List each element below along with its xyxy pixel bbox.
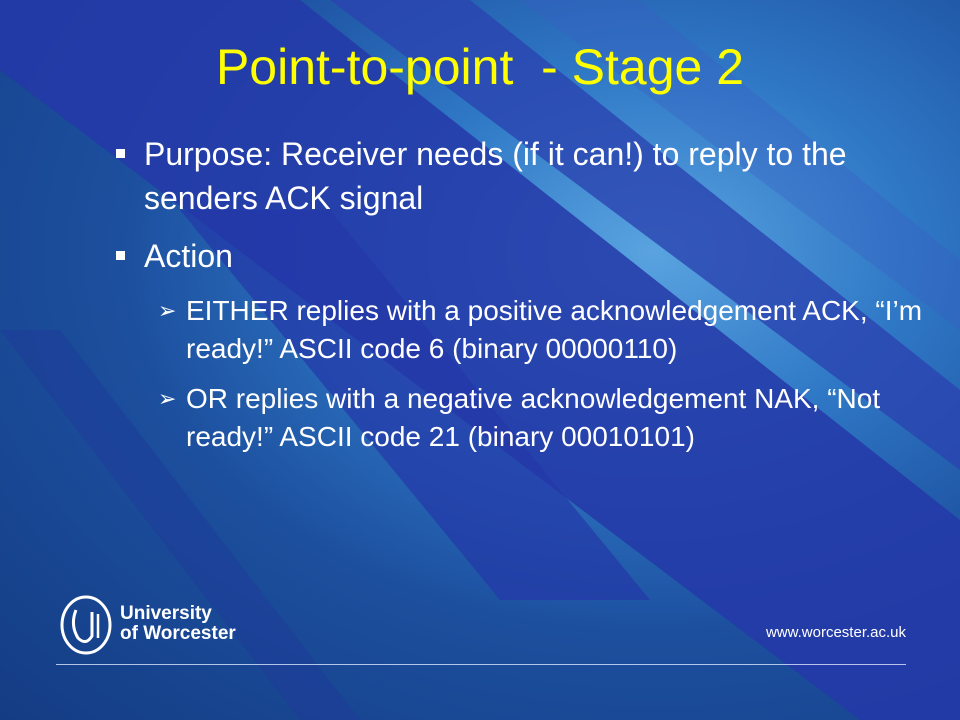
university-name: University of Worcester (120, 604, 236, 644)
university-logo-icon (60, 595, 112, 655)
arrowhead-bullet-icon: ➢ (158, 298, 177, 323)
sub-bullet-or-text: OR replies with a negative acknowledgeme… (186, 383, 881, 452)
arrowhead-bullet-icon: ➢ (158, 386, 177, 411)
footer-divider (56, 664, 906, 665)
slide-title: Point-to-point - Stage 2 (215, 39, 745, 95)
bullet-action-text: Action (144, 238, 233, 274)
square-bullet-icon (116, 251, 125, 260)
website-url: www.worcester.ac.uk (765, 624, 906, 641)
bullet-purpose-text: Purpose: Receiver needs (if it can!) to … (144, 136, 847, 216)
university-name-line1: University (120, 603, 212, 624)
footer: University of Worcester www.worcester.ac… (56, 594, 906, 684)
sub-bullet-either-text: EITHER replies with a positive acknowled… (186, 295, 923, 364)
square-bullet-icon (116, 149, 125, 158)
university-name-line2: of Worcester (120, 623, 236, 644)
sub-bullet-either: ➢ EITHER replies with a positive acknowl… (144, 292, 924, 368)
bullet-action: Action (104, 234, 924, 278)
bullet-purpose: Purpose: Receiver needs (if it can!) to … (104, 132, 924, 220)
sub-bullet-or: ➢ OR replies with a negative acknowledge… (144, 380, 924, 456)
bullet-list: Purpose: Receiver needs (if it can!) to … (104, 132, 924, 468)
